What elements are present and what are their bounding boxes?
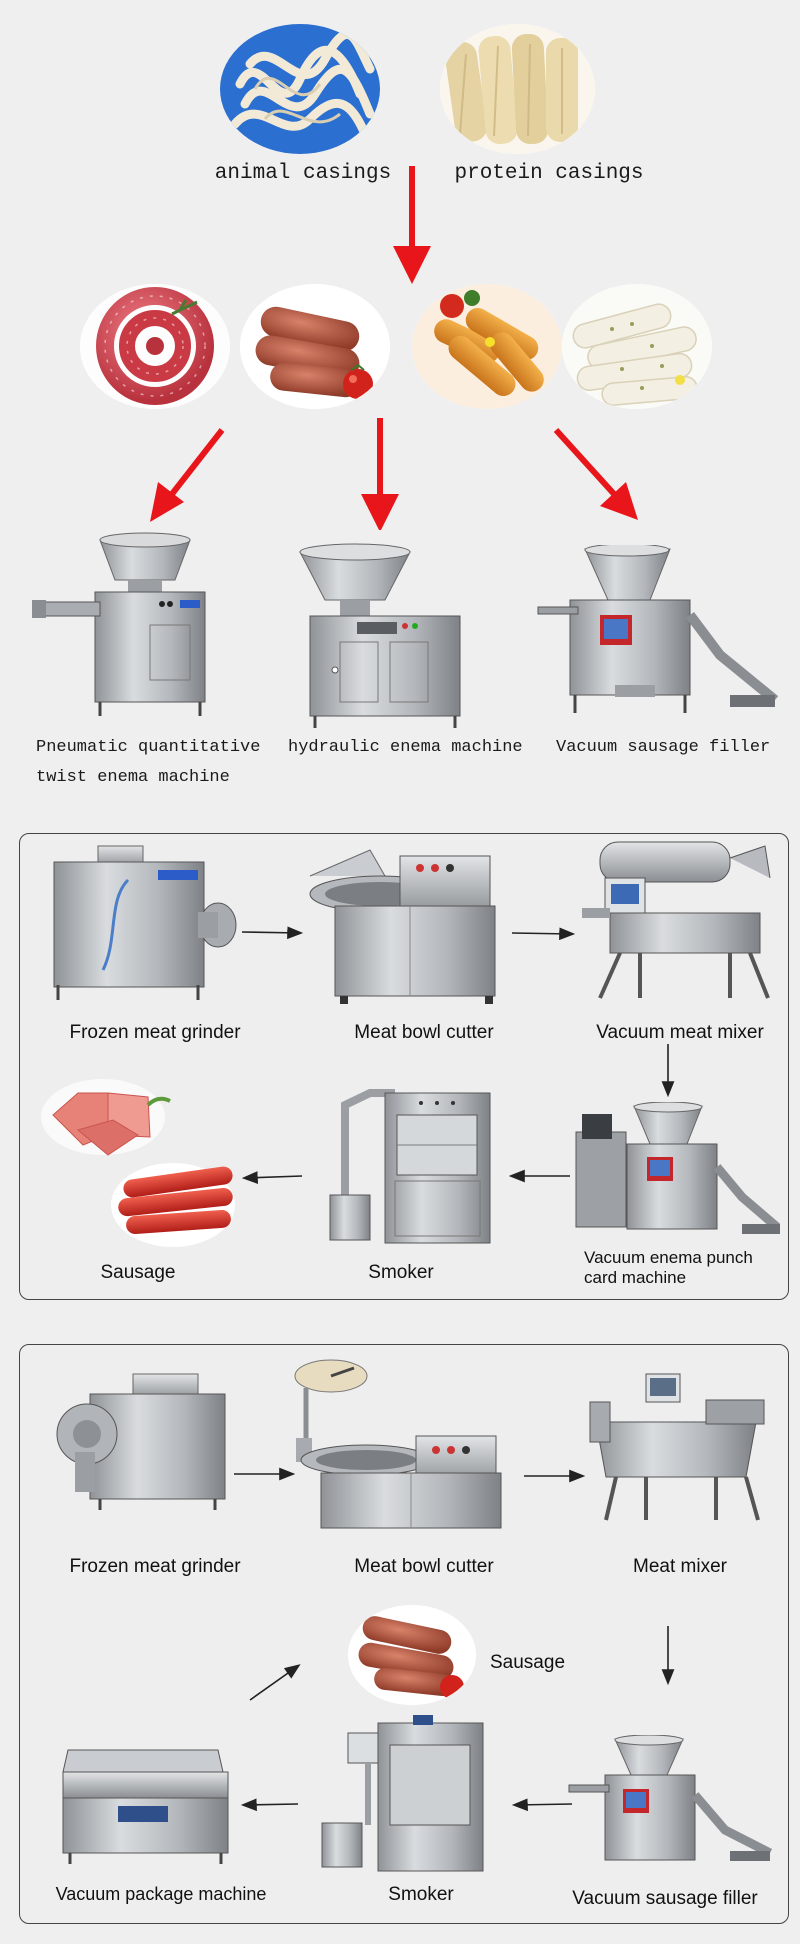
animal-casings-label: animal casings: [214, 162, 392, 185]
pneumatic-label-line1: Pneumatic quantitative: [36, 738, 261, 757]
vacuum-enema-punch-card-machine-image: [575, 1102, 780, 1234]
panel2-frozen-meat-grinder-image: [56, 1373, 226, 1510]
panel2-grinder-label: Frozen meat grinder: [69, 1556, 241, 1577]
frozen-meat-grinder-image: [53, 845, 237, 1000]
pneumatic-twist-enema-machine-image: [32, 532, 206, 716]
sausage-ham-image: [41, 1079, 235, 1247]
meat-bowl-cutter-image: [309, 849, 496, 1004]
protein-casings-image: [440, 24, 595, 154]
hydraulic-enema-machine-image: [299, 543, 461, 728]
panel2-smoker-image: [321, 1715, 484, 1872]
panel2-meat-mixer-image: [589, 1373, 765, 1521]
arrow-to-vacuum-filler: [553, 427, 617, 497]
panel1-grinder-label: Frozen meat grinder: [69, 1022, 241, 1043]
panel2-vacuum-package-machine-image: [62, 1749, 229, 1864]
panel2-cutter-label: Meat bowl cutter: [354, 1556, 494, 1577]
panel1-smoker-label: Smoker: [368, 1262, 434, 1283]
pneumatic-label-line2: twist enema machine: [36, 768, 230, 787]
panel2-filler-label: Vacuum sausage filler: [572, 1888, 758, 1909]
grilled-sausage-image: [240, 284, 390, 409]
panel2-mixer-label: Meat mixer: [633, 1556, 727, 1577]
raw-coil-sausage-image: [80, 284, 230, 409]
panel1-sausage-label: Sausage: [100, 1262, 176, 1283]
vacuum-filler-label: Vacuum sausage filler: [556, 738, 771, 757]
panel2-sausage-label: Sausage: [490, 1652, 566, 1673]
vacuum-sausage-filler-image: [537, 545, 779, 713]
panel2-package-label: Vacuum package machine: [55, 1884, 267, 1904]
white-sausage-image: [562, 284, 712, 409]
protein-casings-label: protein casings: [454, 162, 644, 185]
fried-sausage-image: [412, 284, 562, 409]
smoker-image: [329, 1089, 491, 1244]
arrow-to-pneumatic: [169, 428, 225, 496]
panel1-enema-label-line1: Vacuum enema punch: [584, 1248, 753, 1267]
panel2-smoker-label: Smoker: [388, 1884, 454, 1905]
panel2-vacuum-sausage-filler-image: [568, 1735, 773, 1861]
panel1-flow-arrows: [241, 926, 675, 1184]
hydraulic-label: hydraulic enema machine: [288, 738, 523, 757]
panel1-enema-label-line2: card machine: [584, 1268, 687, 1287]
panel1-mixer-label: Vacuum meat mixer: [596, 1022, 764, 1043]
animal-casings-image: [220, 24, 380, 154]
panel2-meat-bowl-cutter-image: [294, 1359, 502, 1529]
vacuum-meat-mixer-image: [582, 841, 771, 999]
panel1-cutter-label: Meat bowl cutter: [354, 1022, 494, 1043]
red-arrows: [150, 166, 638, 530]
panel2-sausage-image: [348, 1605, 476, 1705]
